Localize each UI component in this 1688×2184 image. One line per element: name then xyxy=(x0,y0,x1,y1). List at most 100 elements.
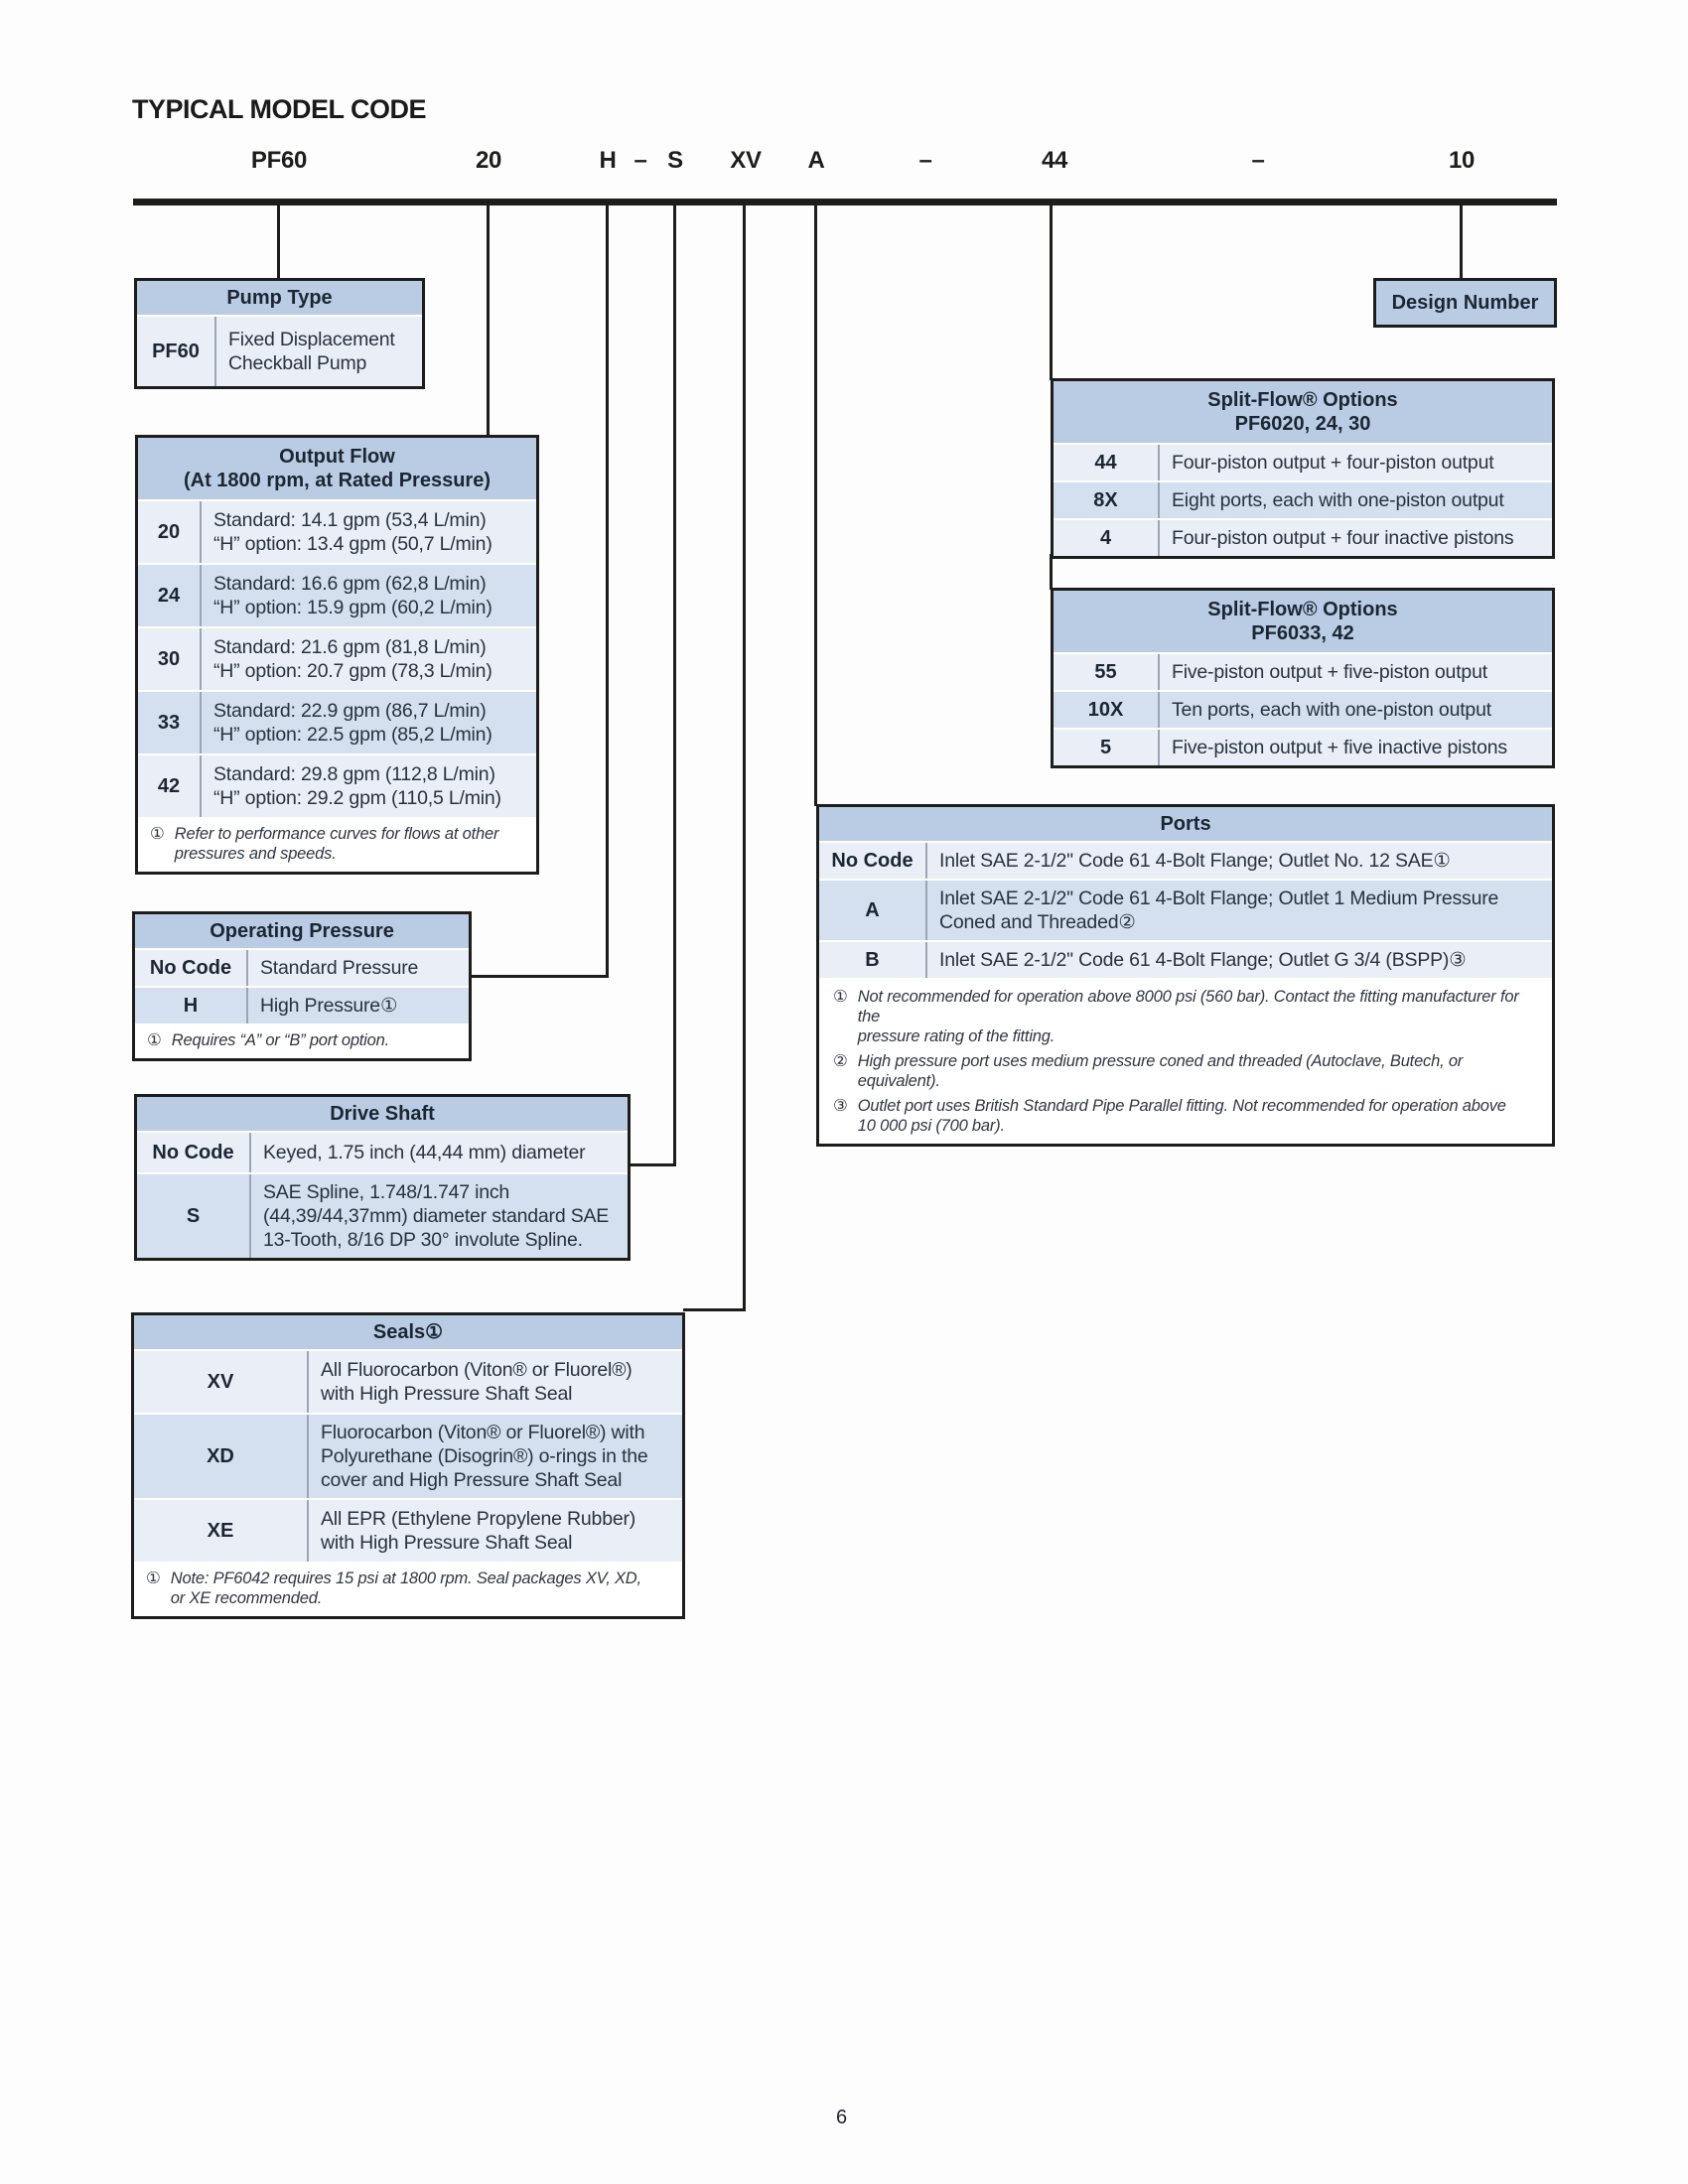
table-row: S SAE Spline, 1.748/1.747 inch (44,39/44… xyxy=(137,1172,628,1258)
row-desc: Standard: 21.6 gpm (81,8 L/min) “H” opti… xyxy=(213,636,492,682)
split-flow-1-title-line1: Split-Flow® Options xyxy=(1207,389,1398,411)
model-code-s: S xyxy=(667,147,683,174)
ports-table: Ports No Code Inlet SAE 2-1/2" Code 61 4… xyxy=(816,804,1555,1147)
row-desc: Eight ports, each with one-piston output xyxy=(1172,489,1504,511)
design-number-box: Design Number xyxy=(1373,278,1557,328)
row-code: 55 xyxy=(1054,654,1160,690)
model-code-dash-2: – xyxy=(918,147,932,174)
row-desc: All EPR (Ethylene Propylene Rubber) with… xyxy=(321,1508,636,1554)
table-row: PF60 Fixed Displacement Checkball Pump xyxy=(137,317,422,386)
model-code-pf60: PF60 xyxy=(250,147,308,174)
row-desc: Inlet SAE 2-1/2" Code 61 4-Bolt Flange; … xyxy=(939,887,1499,933)
row-code: No Code xyxy=(135,950,248,986)
row-code: No Code xyxy=(819,843,927,879)
output-flow-title: Output Flow (At 1800 rpm, at Rated Press… xyxy=(138,438,536,501)
ports-footnotes: ① Not recommended for operation above 80… xyxy=(819,978,1552,1144)
pump-type-table: Pump Type PF60 Fixed Displacement Checkb… xyxy=(134,278,425,389)
table-row: XD Fluorocarbon (Viton® or Fluorel®) wit… xyxy=(134,1413,682,1498)
design-number-label: Design Number xyxy=(1391,291,1539,314)
row-code: 42 xyxy=(138,755,202,817)
model-code-10: 10 xyxy=(1448,147,1476,174)
row-code: 20 xyxy=(138,501,202,563)
footnote-marker: ① xyxy=(146,1570,161,1587)
footnote-marker: ① xyxy=(147,1031,162,1049)
table-footnote: ① Note: PF6042 requires 15 psi at 1800 r… xyxy=(134,1562,682,1616)
model-code-xv: XV xyxy=(730,147,762,174)
split-flow-options-2-table: Split-Flow® Options PF6033, 42 55 Five-p… xyxy=(1051,588,1555,768)
connector-s-elbow xyxy=(629,1163,676,1166)
row-code: A xyxy=(819,881,927,940)
row-desc: High Pressure① xyxy=(260,995,398,1017)
row-desc: Standard: 14.1 gpm (53,4 L/min) “H” opti… xyxy=(213,509,492,555)
table-row: No Code Keyed, 1.75 inch (44,44 mm) diam… xyxy=(137,1133,628,1172)
row-desc: Standard: 22.9 gpm (86,7 L/min) “H” opti… xyxy=(213,700,492,746)
row-code: No Code xyxy=(137,1133,251,1172)
output-flow-title-line1: Output Flow xyxy=(279,446,395,468)
split-flow-2-title-line1: Split-Flow® Options xyxy=(1207,599,1398,620)
drive-shaft-title: Drive Shaft xyxy=(137,1097,628,1133)
row-desc: SAE Spline, 1.748/1.747 inch (44,39/44,3… xyxy=(263,1181,610,1251)
table-row: 55 Five-piston output + five-piston outp… xyxy=(1054,654,1552,690)
table-footnote: ③ Outlet port uses British Standard Pipe… xyxy=(819,1091,1552,1136)
row-desc: Four-piston output + four-piston output xyxy=(1172,452,1494,474)
table-row: XV All Fluorocarbon (Viton® or Fluorel®)… xyxy=(134,1351,682,1413)
table-row: No Code Standard Pressure xyxy=(135,950,469,986)
table-row: 33 Standard: 22.9 gpm (86,7 L/min) “H” o… xyxy=(138,690,536,753)
row-code: 4 xyxy=(1054,520,1160,556)
row-desc: All Fluorocarbon (Viton® or Fluorel®) wi… xyxy=(321,1359,633,1405)
row-desc: Standard: 29.8 gpm (112,8 L/min) “H” opt… xyxy=(213,763,501,809)
operating-pressure-table: Operating Pressure No Code Standard Pres… xyxy=(132,911,472,1061)
page-number: 6 xyxy=(836,2107,848,2128)
row-code: 24 xyxy=(138,565,202,626)
row-code: 30 xyxy=(138,628,202,690)
table-row: H High Pressure① xyxy=(135,986,469,1024)
table-row: A Inlet SAE 2-1/2" Code 61 4-Bolt Flange… xyxy=(819,879,1552,940)
drive-shaft-table: Drive Shaft No Code Keyed, 1.75 inch (44… xyxy=(134,1094,631,1261)
seals-title: Seals① xyxy=(134,1315,682,1351)
split-flow-1-title: Split-Flow® Options PF6020, 24, 30 xyxy=(1054,381,1552,445)
model-code-dash-1: – xyxy=(633,147,647,174)
row-code: S xyxy=(137,1174,251,1258)
connector-s xyxy=(673,205,676,1166)
footnote-marker: ① xyxy=(150,825,165,843)
row-code: H xyxy=(135,988,248,1024)
footnote-text: Outlet port uses British Standard Pipe P… xyxy=(857,1097,1506,1135)
model-code-bar xyxy=(133,199,1557,205)
model-code-44: 44 xyxy=(1041,147,1068,174)
row-code: PF60 xyxy=(137,317,216,386)
connector-h xyxy=(606,205,609,978)
row-desc: Inlet SAE 2-1/2" Code 61 4-Bolt Flange; … xyxy=(939,850,1451,872)
output-flow-title-line2: (At 1800 rpm, at Rated Pressure) xyxy=(183,470,491,491)
table-row: 8X Eight ports, each with one-piston out… xyxy=(1054,480,1552,518)
row-desc: Fluorocarbon (Viton® or Fluorel®) with P… xyxy=(321,1422,648,1491)
row-code: 33 xyxy=(138,692,202,753)
split-flow-options-1-table: Split-Flow® Options PF6020, 24, 30 44 Fo… xyxy=(1051,378,1555,559)
row-desc: Five-piston output + five-piston output xyxy=(1172,661,1487,683)
connector-h-elbow xyxy=(470,975,609,978)
row-desc: Standard Pressure xyxy=(260,957,419,979)
split-flow-2-title-line2: PF6033, 42 xyxy=(1251,622,1354,644)
connector-a xyxy=(814,205,817,806)
ports-title: Ports xyxy=(819,807,1552,843)
connector-20 xyxy=(487,205,490,436)
footnote-text: Refer to performance curves for flows at… xyxy=(174,825,499,863)
row-code: XD xyxy=(134,1415,309,1498)
row-code: XE xyxy=(134,1500,309,1562)
pump-type-title: Pump Type xyxy=(137,281,422,317)
footnote-marker: ③ xyxy=(833,1097,848,1115)
connector-xv xyxy=(743,205,746,1311)
split-flow-2-title: Split-Flow® Options PF6033, 42 xyxy=(1054,591,1552,654)
table-row: 5 Five-piston output + five inactive pis… xyxy=(1054,728,1552,765)
page-title: TYPICAL MODEL CODE xyxy=(132,94,427,124)
table-footnote: ① Refer to performance curves for flows … xyxy=(138,817,536,872)
row-code: 5 xyxy=(1054,730,1160,765)
seals-table: Seals① XV All Fluorocarbon (Viton® or Fl… xyxy=(131,1312,685,1619)
table-row: 10X Ten ports, each with one-piston outp… xyxy=(1054,690,1552,728)
row-code: 44 xyxy=(1054,445,1160,480)
output-flow-table: Output Flow (At 1800 rpm, at Rated Press… xyxy=(135,435,539,875)
row-desc: Ten ports, each with one-piston output xyxy=(1172,699,1491,721)
table-footnote: ② High pressure port uses medium pressur… xyxy=(819,1046,1552,1091)
footnote-marker: ② xyxy=(833,1052,848,1070)
footnote-text: Note: PF6042 requires 15 psi at 1800 rpm… xyxy=(170,1570,641,1607)
model-code-h: H xyxy=(599,147,617,174)
